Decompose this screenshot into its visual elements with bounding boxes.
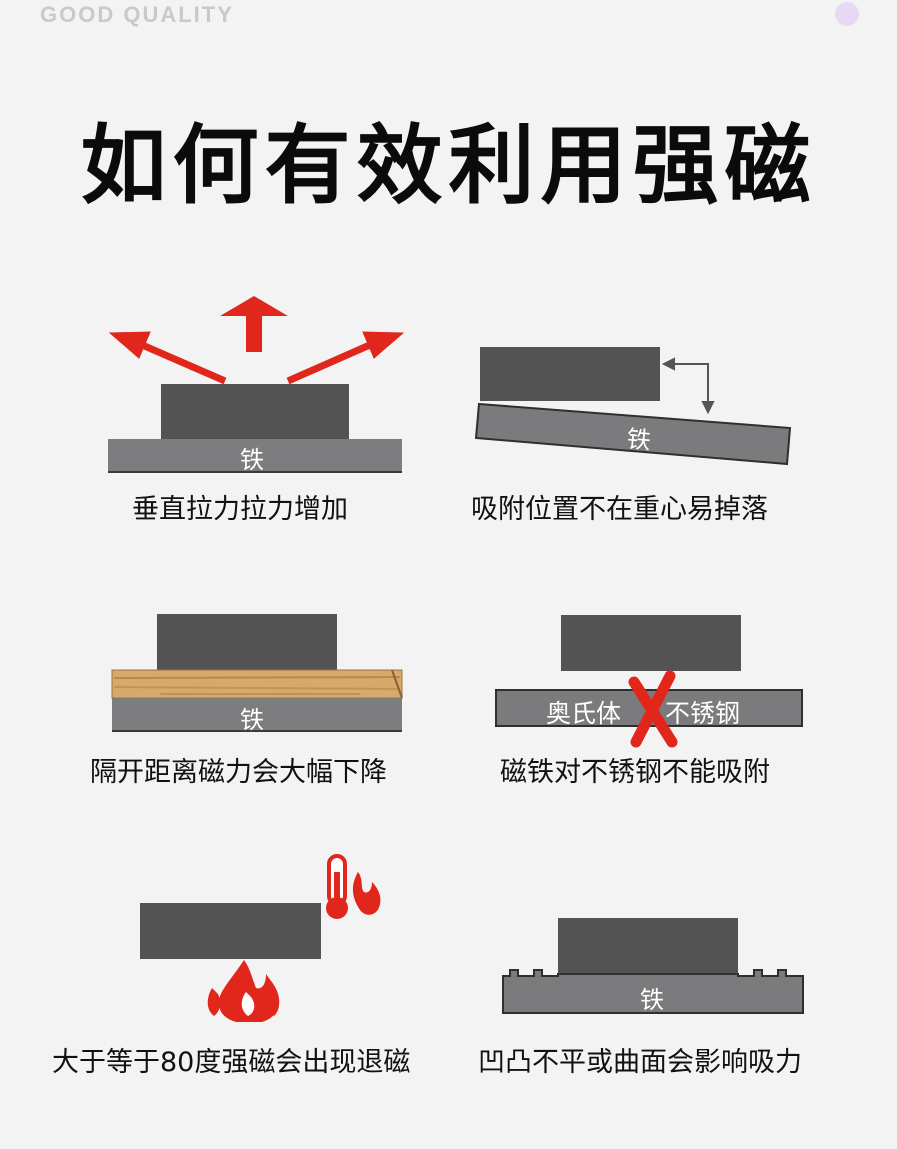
iron-label: 铁: [240, 446, 264, 474]
caption-stainless: 磁铁对不锈钢不能吸附: [500, 757, 770, 788]
brand-text: GOOD QUALITY: [40, 2, 234, 27]
page-title: 如何有效利用强磁: [80, 116, 817, 216]
caption-heat: 大于等于80度强磁会出现退磁: [52, 1047, 411, 1078]
stainless-plate: [495, 689, 803, 727]
double-arrow-icon: [661, 357, 715, 415]
austenite-label: 奥氏体: [546, 699, 622, 728]
flame-icon: [218, 960, 280, 1022]
arrow-left-icon: [108, 331, 227, 385]
thermometer-icon: [326, 854, 348, 919]
magnet-block: [161, 384, 349, 440]
magnet-block: [140, 903, 321, 959]
iron-label: 铁: [240, 706, 264, 734]
arrow-up-icon: [220, 296, 288, 352]
iron-label: 铁: [625, 424, 652, 455]
magnet-block: [561, 615, 741, 671]
decorative-dot: [835, 2, 859, 26]
caption-uneven: 凹凸不平或曲面会影响吸力: [478, 1047, 802, 1078]
magnet-block: [558, 918, 738, 974]
iron-label: 铁: [640, 986, 664, 1014]
iron-plate: [112, 698, 402, 732]
magnet-block: [480, 347, 660, 401]
caption-vertical-pull: 垂直拉力拉力增加: [132, 494, 348, 525]
stainless-label: 不锈钢: [665, 699, 741, 728]
caption-off-center: 吸附位置不在重心易掉落: [471, 494, 768, 525]
flame-icon: [352, 872, 381, 915]
caption-gap-distance: 隔开距离磁力会大幅下降: [90, 757, 387, 788]
magnet-block: [157, 614, 337, 670]
iron-plate: [108, 439, 402, 473]
arrow-right-icon: [286, 331, 405, 385]
